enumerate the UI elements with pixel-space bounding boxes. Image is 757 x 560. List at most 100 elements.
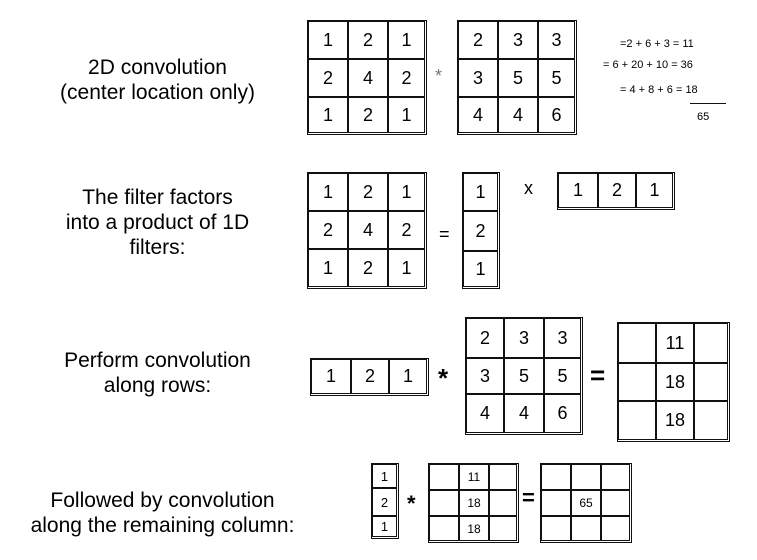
factor-label-line1: The filter factors bbox=[82, 186, 233, 209]
filter-row-cell: 2 bbox=[351, 359, 389, 394]
final-result-cell bbox=[571, 464, 601, 490]
filter-column-cell: 1 bbox=[372, 464, 397, 488]
filter-2d-cell: 1 bbox=[308, 97, 348, 133]
row-result-cell bbox=[489, 490, 517, 516]
filter-column-cell: 1 bbox=[463, 251, 498, 287]
conv2d-label: 2D convolution (center location only) bbox=[40, 55, 275, 105]
filter-column-grid-row4: 1 2 1 bbox=[371, 463, 399, 539]
row-result-cell bbox=[694, 323, 728, 363]
filter-row-cell: 1 bbox=[636, 173, 673, 208]
row-result-cell: 18 bbox=[459, 516, 489, 541]
filter-2d-cell: 2 bbox=[308, 59, 348, 97]
filter-2d-cell: 4 bbox=[348, 211, 388, 249]
filter-column-cell: 2 bbox=[372, 488, 397, 516]
row-result-grid-row4: 11 18 18 bbox=[428, 463, 519, 543]
image-patch-cell: 5 bbox=[498, 59, 538, 97]
image-patch-cell: 3 bbox=[544, 318, 581, 358]
row-result-cell: 18 bbox=[459, 490, 489, 516]
image-patch-cell: 6 bbox=[538, 97, 575, 133]
image-patch-cell: 4 bbox=[466, 394, 504, 433]
factor-label-line2: into a product of 1D bbox=[65, 211, 250, 234]
image-patch-cell: 3 bbox=[498, 21, 538, 59]
filter-2d-cell: 2 bbox=[348, 249, 388, 287]
row-result-cell: 11 bbox=[459, 464, 489, 490]
col-label-line2: along the remaining column: bbox=[30, 514, 295, 537]
image-patch-cell: 6 bbox=[544, 394, 581, 433]
filter-2d-cell: 1 bbox=[308, 21, 348, 59]
col-label: Followed by convolution along the remain… bbox=[0, 488, 325, 538]
filter-2d-cell: 2 bbox=[348, 21, 388, 59]
image-patch-cell: 3 bbox=[458, 59, 498, 97]
final-result-cell bbox=[601, 464, 630, 490]
filter-2d-cell: 2 bbox=[308, 211, 348, 249]
convolve-operator-row3: * bbox=[438, 363, 449, 393]
filter-2d-cell: 2 bbox=[388, 211, 425, 249]
computation-line1: =2 + 6 + 3 = 11 bbox=[620, 38, 694, 50]
filter-2d-grid-row2: 1 2 1 2 4 2 1 2 1 bbox=[307, 172, 427, 289]
row-result-cell: 18 bbox=[656, 401, 694, 440]
filter-2d-cell: 2 bbox=[348, 173, 388, 211]
row-result-cell: 18 bbox=[656, 363, 694, 401]
row-result-grid: 11 18 18 bbox=[617, 322, 730, 442]
filter-row-grid-row3: 1 2 1 bbox=[310, 358, 429, 396]
row-result-cell bbox=[694, 363, 728, 401]
filter-2d-cell: 1 bbox=[388, 97, 425, 133]
filter-2d-cell: 1 bbox=[308, 173, 348, 211]
filter-2d-cell: 2 bbox=[388, 59, 425, 97]
row-result-cell bbox=[429, 490, 459, 516]
row-result-cell bbox=[489, 516, 517, 541]
row-result-cell bbox=[694, 401, 728, 440]
final-result-cell bbox=[541, 516, 571, 541]
image-patch-grid-row3: 2 3 3 3 5 5 4 4 6 bbox=[465, 317, 583, 435]
equals-operator-row3: = bbox=[590, 360, 606, 390]
image-patch-cell: 3 bbox=[538, 21, 575, 59]
filter-column-cell: 1 bbox=[372, 516, 397, 537]
final-result-cell bbox=[541, 490, 571, 516]
image-patch-cell: 4 bbox=[504, 394, 544, 433]
image-patch-cell: 5 bbox=[544, 358, 581, 394]
conv2d-label-line2: (center location only) bbox=[60, 81, 255, 104]
image-patch-cell: 4 bbox=[458, 97, 498, 133]
computation-total: 65 bbox=[697, 111, 710, 123]
final-result-cell bbox=[571, 516, 601, 541]
filter-2d-cell: 4 bbox=[348, 59, 388, 97]
final-result-cell bbox=[541, 464, 571, 490]
filter-2d-cell: 1 bbox=[308, 249, 348, 287]
filter-column-grid: 1 2 1 bbox=[462, 172, 500, 289]
row-result-cell: 11 bbox=[656, 323, 694, 363]
row-result-cell bbox=[618, 323, 656, 363]
final-result-grid: 65 bbox=[540, 463, 632, 543]
image-patch-cell: 3 bbox=[466, 358, 504, 394]
row-result-cell bbox=[618, 363, 656, 401]
filter-2d-cell: 1 bbox=[388, 21, 425, 59]
image-patch-cell: 2 bbox=[458, 21, 498, 59]
col-label-line1: Followed by convolution bbox=[50, 489, 275, 512]
image-patch-cell: 4 bbox=[498, 97, 538, 133]
filter-2d-cell: 2 bbox=[348, 97, 388, 133]
filter-2d-grid-row1: 1 2 1 2 4 2 1 2 1 bbox=[307, 20, 427, 135]
filter-row-cell: 1 bbox=[558, 173, 598, 208]
convolve-operator-row4: * bbox=[407, 491, 416, 516]
final-result-cell bbox=[601, 490, 630, 516]
final-result-cell bbox=[601, 516, 630, 541]
row-result-cell bbox=[429, 516, 459, 541]
image-patch-cell: 3 bbox=[504, 318, 544, 358]
factor-label-line3: filters: bbox=[129, 236, 186, 259]
filter-column-cell: 1 bbox=[463, 173, 498, 211]
final-result-cell: 65 bbox=[571, 490, 601, 516]
image-patch-cell: 5 bbox=[538, 59, 575, 97]
image-patch-cell: 5 bbox=[504, 358, 544, 394]
rows-label-line1: Perform convolution bbox=[64, 349, 251, 372]
rows-label: Perform convolution along rows: bbox=[40, 348, 275, 398]
computation-sum-rule bbox=[690, 103, 726, 104]
rows-label-line2: along rows: bbox=[103, 374, 212, 397]
filter-2d-cell: 1 bbox=[388, 249, 425, 287]
filter-row-grid-row2: 1 2 1 bbox=[557, 172, 675, 210]
row-result-cell bbox=[618, 401, 656, 440]
row-result-cell bbox=[489, 464, 517, 490]
filter-2d-cell: 1 bbox=[388, 173, 425, 211]
filter-row-cell: 1 bbox=[311, 359, 351, 394]
computation-line3: = 4 + 8 + 6 = 18 bbox=[620, 84, 698, 96]
convolve-operator-row1: * bbox=[435, 66, 443, 86]
equals-operator-row4: = bbox=[522, 485, 535, 510]
